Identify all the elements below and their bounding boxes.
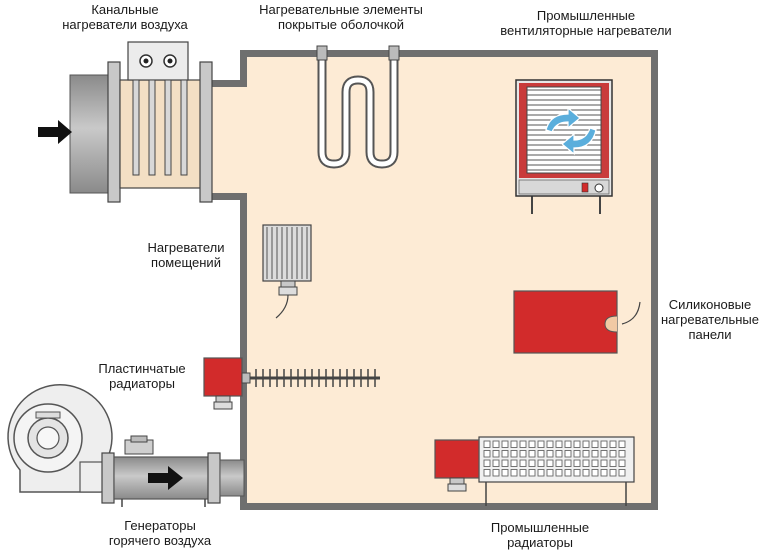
label-room-heaters: Нагреватели помещений [147,240,225,270]
inlet-flange [107,61,121,203]
fan-switch [581,182,589,193]
arrow-right-icon [38,120,72,144]
room-heater [262,224,312,319]
arrow-right-icon [148,466,183,490]
label-hot-air-generators: Генераторы горячего воздуха [108,518,212,548]
label-industrial-radiators: Промышленные радиаторы [490,520,590,550]
rotation-arrows-icon [545,106,597,156]
heater-body [119,79,203,189]
finned-radiator [203,357,380,410]
inlet-duct [69,74,111,194]
label-finned-radiators: Пластинчатые радиаторы [98,361,186,391]
industrial-radiator [434,436,635,506]
heating-rods [132,79,188,176]
silicone-heating-panel [513,290,641,354]
label-fan-heaters: Промышленные вентиляторные нагреватели [500,8,672,38]
duct-air-heater [38,41,213,203]
terminal-box [127,41,189,81]
label-silicone-panels: Силиконовые нагревательные панели [660,297,760,342]
label-duct-heaters: Канальные нагреватели воздуха [62,2,188,32]
label-sheathed-elements: Нагревательные элементы покрытые оболочк… [259,2,423,32]
hot-air-generator [7,384,245,507]
fan-knob [594,183,604,193]
industrial-fan-heater [515,79,613,214]
sheathed-heating-element [316,45,400,169]
outlet-flange [199,61,213,203]
